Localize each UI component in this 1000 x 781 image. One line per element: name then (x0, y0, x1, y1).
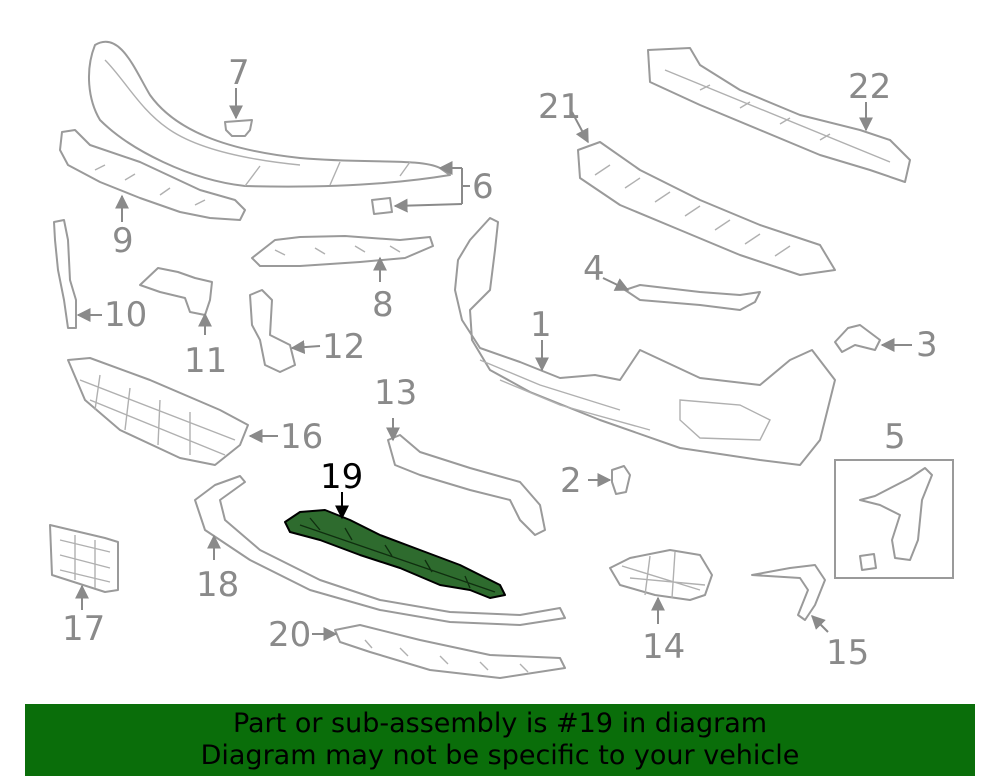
callout-11: 11 (184, 341, 227, 381)
part-16-grille (67, 357, 249, 466)
part-2-clip (611, 465, 631, 495)
part-7-clip (224, 119, 253, 137)
callout-19: 19 (320, 457, 363, 497)
part-6-clip (371, 197, 393, 215)
part-19-air-deflector (284, 509, 506, 599)
part-10-side-bracket (53, 219, 77, 329)
part-20-lower-trim (334, 624, 566, 679)
callout-2: 2 (560, 461, 582, 501)
part-13-bracket (387, 434, 546, 536)
callout-1: 1 (530, 305, 552, 345)
callout-15: 15 (826, 633, 869, 673)
callout-12: 12 (322, 327, 365, 367)
part-8-bracket (251, 235, 434, 267)
part-4-bracket (624, 284, 761, 311)
part-3-bracket (834, 324, 881, 353)
callout-21: 21 (538, 87, 581, 127)
callout-4: 4 (583, 249, 605, 289)
callout-3: 3 (916, 325, 938, 365)
part-11-bracket (139, 267, 213, 316)
callout-10: 10 (104, 295, 147, 335)
part-17-license-bracket (49, 524, 119, 593)
part-1-bumper-cover (454, 217, 836, 466)
callout-7: 7 (228, 53, 250, 93)
callout-8: 8 (372, 285, 394, 325)
part-18-lower-spoiler (194, 475, 566, 626)
callout-6: 6 (472, 167, 494, 207)
part-9-upper-bracket (59, 129, 246, 221)
callout-22: 22 (848, 67, 891, 107)
part-6-upper-cover (88, 40, 451, 188)
part-12-bracket (249, 289, 296, 373)
info-banner: Part or sub-assembly is #19 in diagram D… (25, 704, 975, 776)
callout-17: 17 (62, 609, 105, 649)
part-15-trim (751, 564, 826, 621)
leader-lines (75, 88, 912, 641)
callout-5: 5 (884, 417, 906, 457)
callout-13: 13 (374, 373, 417, 413)
banner-line-2: Diagram may not be specific to your vehi… (200, 740, 800, 771)
callout-numbers: 1 2 3 4 5 6 7 8 9 10 11 12 13 14 15 16 1… (62, 53, 938, 673)
callout-18: 18 (196, 565, 239, 605)
callout-9: 9 (112, 221, 134, 261)
part-21-absorber (577, 141, 836, 276)
part-22-beam (647, 47, 911, 183)
part-14-fog-grille (609, 549, 713, 601)
parts-diagram: 1 2 3 4 5 6 7 8 9 10 11 12 13 14 15 16 1… (49, 40, 954, 679)
part-5-box (834, 459, 954, 579)
callout-16: 16 (280, 417, 323, 457)
banner-line-1: Part or sub-assembly is #19 in diagram (232, 708, 768, 739)
callout-20: 20 (268, 615, 311, 655)
callout-14: 14 (642, 627, 685, 667)
